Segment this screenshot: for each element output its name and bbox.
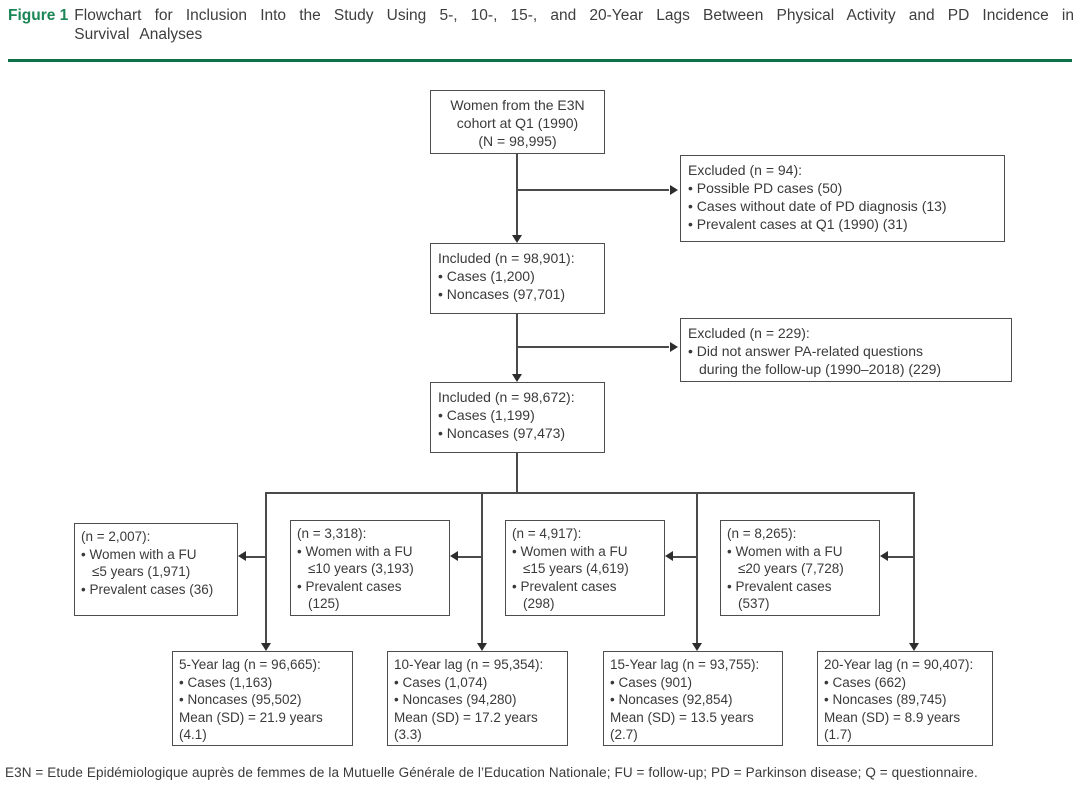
bullet-item: Cases (1,199)	[438, 406, 597, 424]
box-fu-15y: (n = 4,917): Women with a FU ≤15 years (…	[505, 520, 665, 616]
arrowhead-right-excluded-q1	[670, 185, 678, 195]
box-title: (n = 4,917):	[512, 526, 582, 541]
bullet-item: Prevalent cases at Q1 (1990) (31)	[688, 215, 997, 233]
box-bullets: Cases (1,074)Noncases (94,280)	[394, 674, 561, 709]
bullet-item: Cases (1,163)	[179, 674, 346, 692]
arrowhead-down-lag20	[909, 643, 919, 651]
box-title: 5-Year lag (n = 96,665):	[179, 657, 321, 672]
bullet-item: Prevalent cases (298)	[512, 578, 658, 613]
box-lag-15y: 15-Year lag (n = 93,755): Cases (901)Non…	[603, 651, 783, 746]
bullet-item: Cases without date of PD diagnosis (13)	[688, 197, 997, 215]
box-bullets: Women with a FU ≤10 years (3,193)Prevale…	[297, 543, 443, 613]
bullet-item: Women with a FU ≤5 years (1,971)	[81, 546, 231, 581]
bullet-item: Noncases (94,280)	[394, 691, 561, 709]
figure-caption: Figure 1 Flowchart for Inclusion Into th…	[8, 6, 1074, 44]
box-title: 10-Year lag (n = 95,354):	[394, 657, 544, 672]
box-title: (n = 2,007):	[81, 529, 151, 544]
box-bullets: Cases (1,199)Noncases (97,473)	[438, 406, 597, 442]
bullet-item: Possible PD cases (50)	[688, 179, 997, 197]
arrowhead-down-lag10	[477, 643, 487, 651]
box-lag-5y: 5-Year lag (n = 96,665): Cases (1,163)No…	[172, 651, 353, 746]
arrowhead-left-fu15	[665, 551, 673, 561]
box-title: Excluded (n = 94):	[688, 162, 803, 178]
box-lag-20y: 20-Year lag (n = 90,407): Cases (662)Non…	[817, 651, 993, 746]
connector-included1-down	[516, 314, 518, 376]
bullet-item: Did not answer PA-related questions duri…	[688, 342, 1004, 378]
bullet-item: Noncases (92,854)	[610, 691, 776, 709]
bullet-item: Noncases (95,502)	[179, 691, 346, 709]
bullet-item: Noncases (97,701)	[438, 285, 597, 303]
box-excluded-pa: Excluded (n = 229): Did not answer PA-re…	[680, 318, 1012, 382]
box-bullets: Women with a FU ≤15 years (4,619)Prevale…	[512, 543, 658, 613]
bullet-item: Women with a FU ≤20 years (7,728)	[727, 543, 873, 578]
distributor-line	[265, 492, 915, 494]
bullet-item: Prevalent cases (537)	[727, 578, 873, 613]
drop-line-15y	[696, 492, 698, 644]
bullet-item: Women with a FU ≤10 years (3,193)	[297, 543, 443, 578]
abbreviation-footnote: E3N = Etude Epidémiologique auprès de fe…	[5, 765, 978, 780]
figure-label: Figure 1	[8, 7, 69, 24]
box-bullets: Women with a FU ≤5 years (1,971)Prevalen…	[81, 546, 231, 599]
box-included-1: Included (n = 98,901): Cases (1,200)Nonc…	[430, 243, 605, 314]
arrowhead-right-excluded-pa	[670, 342, 678, 352]
box-title: (n = 8,265):	[727, 526, 797, 541]
connector-cohort-down	[516, 154, 518, 236]
box-bullets: Women with a FU ≤20 years (7,728)Prevale…	[727, 543, 873, 613]
drop-line-20y	[913, 492, 915, 644]
bullet-item: Noncases (97,473)	[438, 424, 597, 442]
branch-line-fu15	[673, 556, 697, 558]
box-lag-10y: 10-Year lag (n = 95,354): Cases (1,074)N…	[387, 651, 568, 746]
bullet-item: Cases (1,074)	[394, 674, 561, 692]
arrowhead-left-fu10	[450, 551, 458, 561]
bullet-item: Noncases (89,745)	[824, 691, 986, 709]
bullet-item: Prevalent cases (125)	[297, 578, 443, 613]
arrowhead-down-included2	[512, 374, 522, 382]
box-bullets: Possible PD cases (50)Cases without date…	[688, 179, 997, 233]
arrowhead-down-lag15	[692, 643, 702, 651]
box-bullets: Cases (1,163)Noncases (95,502)	[179, 674, 346, 709]
box-cohort: Women from the E3N cohort at Q1 (1990) (…	[430, 90, 605, 154]
arrowhead-left-fu5	[238, 551, 246, 561]
branch-line-fu10	[458, 556, 482, 558]
box-included-2: Included (n = 98,672): Cases (1,199)Nonc…	[430, 382, 605, 453]
mean-sd-line: Mean (SD) = 21.9 years (4.1)	[179, 709, 323, 743]
box-title: (n = 3,318):	[297, 526, 367, 541]
box-title: 20-Year lag (n = 90,407):	[824, 657, 974, 672]
drop-line-5y	[265, 492, 267, 644]
mean-sd-line: Mean (SD) = 8.9 years (1.7)	[824, 709, 961, 743]
box-fu-20y: (n = 8,265): Women with a FU ≤20 years (…	[720, 520, 880, 616]
box-bullets: Did not answer PA-related questions duri…	[688, 342, 1004, 378]
connector-branch-excluded-q1	[517, 189, 669, 191]
box-fu-10y: (n = 3,318): Women with a FU ≤10 years (…	[290, 520, 450, 616]
box-title: Excluded (n = 229):	[688, 325, 810, 341]
connector-branch-excluded-pa	[517, 346, 669, 348]
bullet-item: Cases (901)	[610, 674, 776, 692]
caption-rule	[8, 59, 1072, 62]
box-title: Included (n = 98,672):	[438, 389, 575, 405]
box-bullets: Cases (1,200)Noncases (97,701)	[438, 267, 597, 303]
connector-included2-down	[516, 453, 518, 493]
arrowhead-left-fu20	[880, 551, 888, 561]
mean-sd-line: Mean (SD) = 13.5 years (2.7)	[610, 709, 754, 743]
box-title: Included (n = 98,901):	[438, 250, 575, 266]
bullet-item: Prevalent cases (36)	[81, 581, 231, 599]
branch-line-fu5	[246, 556, 266, 558]
box-cohort-text: Women from the E3N cohort at Q1 (1990) (…	[450, 97, 585, 149]
arrowhead-down-included1	[512, 235, 522, 243]
branch-line-fu20	[888, 556, 914, 558]
box-bullets: Cases (662)Noncases (89,745)	[824, 674, 986, 709]
box-fu-5y: (n = 2,007): Women with a FU ≤5 years (1…	[74, 523, 238, 616]
box-excluded-q1: Excluded (n = 94): Possible PD cases (50…	[680, 155, 1005, 242]
bullet-item: Women with a FU ≤15 years (4,619)	[512, 543, 658, 578]
mean-sd-line: Mean (SD) = 17.2 years (3.3)	[394, 709, 538, 743]
drop-line-10y	[481, 492, 483, 644]
box-title: 15-Year lag (n = 93,755):	[610, 657, 760, 672]
box-bullets: Cases (901)Noncases (92,854)	[610, 674, 776, 709]
bullet-item: Cases (1,200)	[438, 267, 597, 285]
bullet-item: Cases (662)	[824, 674, 986, 692]
arrowhead-down-lag5	[261, 643, 271, 651]
figure-title: Flowchart for Inclusion Into the Study U…	[74, 7, 1074, 43]
